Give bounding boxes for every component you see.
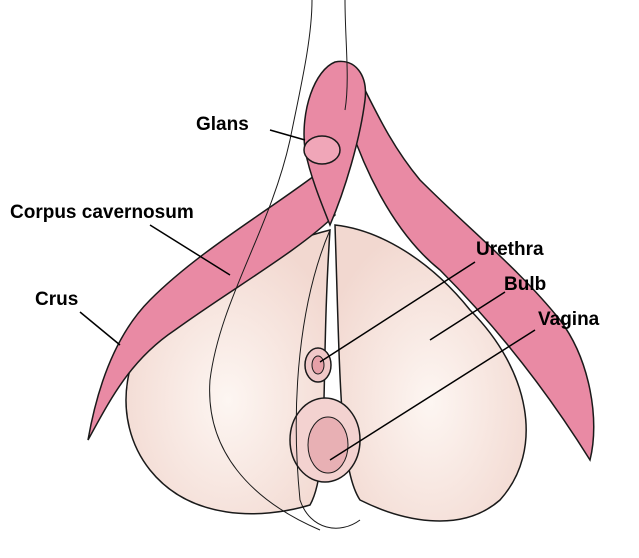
- left-crus: [87, 168, 336, 441]
- label-glans: Glans: [196, 114, 249, 135]
- right-crus: [344, 88, 595, 462]
- label-corpus-cavernosum: Corpus cavernosum: [10, 202, 194, 223]
- label-urethra: Urethra: [476, 239, 544, 260]
- glans: [303, 135, 341, 165]
- leader-lines: [79, 129, 536, 461]
- label-crus: Crus: [35, 289, 79, 310]
- label-vagina: Vagina: [538, 309, 600, 330]
- label-bulb: Bulb: [504, 274, 547, 295]
